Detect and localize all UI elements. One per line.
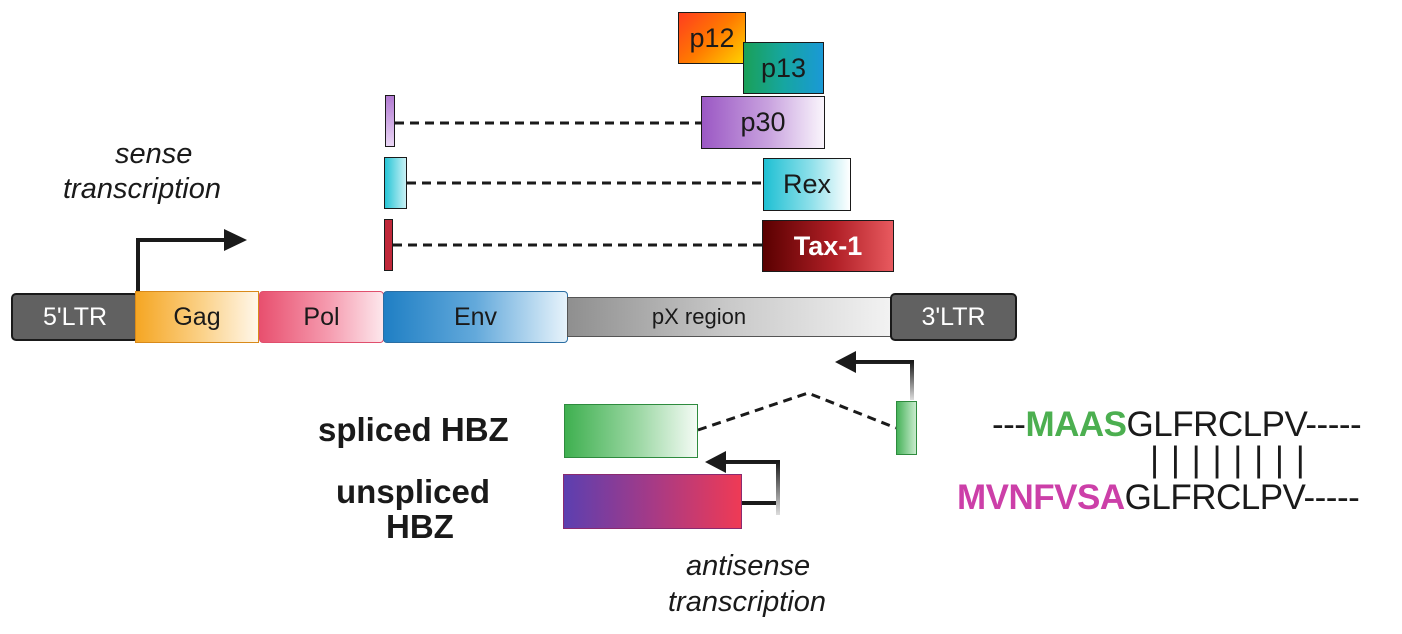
p30-label: p30 — [740, 107, 786, 137]
spliced-hbz-sequence: ---MAASGLFRCLPV----- — [992, 405, 1362, 445]
ltr5-label: 5'LTR — [42, 302, 108, 331]
antisense-label-line2: transcription — [668, 586, 826, 618]
tax1-exon-marker — [384, 219, 393, 271]
spliced-seq-common: GLFRCLPV — [1126, 405, 1306, 444]
spliced-seq-prefix: --- — [992, 405, 1026, 444]
rex-box: Rex — [763, 158, 851, 211]
unspliced-seq-common: GLFRCLPV — [1124, 478, 1304, 517]
sense-label-line1: sense — [115, 138, 193, 170]
antisense-arrow-3ltr-shaft — [852, 360, 914, 400]
rex-label: Rex — [782, 169, 831, 199]
unspliced-seq-highlight: MVNFVSA — [957, 478, 1125, 517]
unspliced-hbz-label-line2: HBZ — [386, 508, 454, 545]
tax1-label: Tax-1 — [793, 230, 863, 261]
ltr3-label: 3'LTR — [921, 302, 986, 331]
sense-arrow-shaft — [136, 238, 228, 292]
p30-box: p30 — [701, 96, 825, 149]
env-label: Env — [453, 302, 498, 331]
unspliced-hbz-sequence: MVNFVSAGLFRCLPV----- — [957, 478, 1360, 518]
p13-label: p13 — [760, 52, 807, 83]
hbz-splice-connector — [697, 391, 897, 432]
p13-box: p13 — [743, 42, 824, 94]
antisense-arrow-3ltr-head — [835, 351, 856, 373]
px-region-box: pX region — [567, 297, 891, 337]
rex-exon-marker — [384, 157, 407, 209]
sense-arrowhead — [224, 229, 247, 251]
unspliced-hbz-box — [563, 474, 742, 529]
spliced-hbz-label: spliced HBZ — [318, 411, 509, 448]
antisense-label-line1: antisense — [686, 550, 811, 582]
pol-box: Pol — [259, 291, 384, 343]
antisense-arrow-hbz-head — [705, 451, 726, 473]
unspliced-seq-suffix: ----- — [1303, 478, 1360, 517]
p30-exon-marker — [385, 95, 395, 147]
ltr3-box: 3'LTR — [890, 293, 1017, 341]
tax1-box: Tax-1 — [762, 220, 894, 272]
px-region-label: pX region — [651, 304, 747, 329]
env-box: Env — [383, 291, 568, 343]
alignment-bars: | | | | | | | | — [1150, 440, 1306, 479]
antisense-arrow-hbz-shaft-fade — [722, 460, 780, 515]
spliced-seq-highlight: MAAS — [1025, 405, 1127, 444]
unspliced-hbz-label-line1: unspliced — [336, 473, 491, 510]
gag-label: Gag — [173, 302, 221, 331]
ltr5-box: 5'LTR — [11, 293, 139, 341]
pol-label: Pol — [303, 302, 340, 331]
spliced-hbz-box — [564, 404, 698, 458]
p12-label: p12 — [689, 22, 735, 53]
sense-label-line2: transcription — [63, 173, 221, 205]
antisense-arrow-hbz-shaft — [742, 501, 780, 515]
spliced-hbz-exon-marker — [896, 401, 917, 455]
p12-box: p12 — [678, 12, 746, 64]
gag-box: Gag — [135, 291, 259, 343]
spliced-seq-suffix: ----- — [1305, 405, 1362, 444]
